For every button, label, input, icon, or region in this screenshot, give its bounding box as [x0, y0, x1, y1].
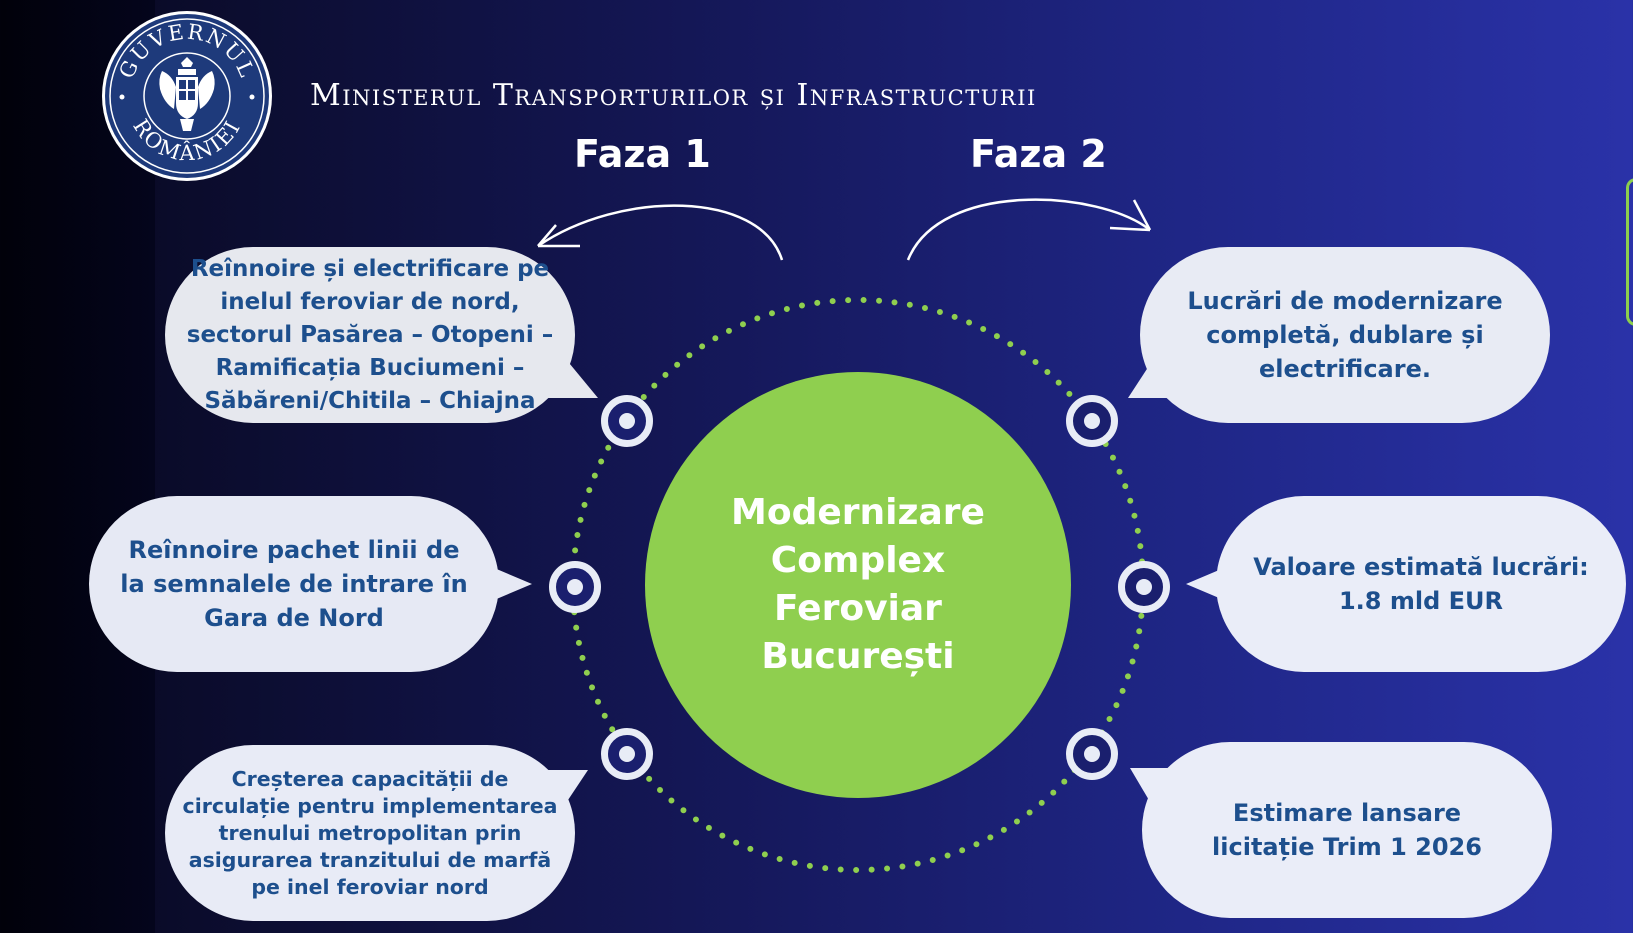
- phase2-item-1-text: Lucrări de modernizare completă, dublare…: [1187, 287, 1503, 383]
- phase1-item-3-text: Creșterea capacității de circulație pent…: [182, 766, 558, 899]
- node-icon-phase1-1: [601, 395, 653, 447]
- phase2-item-3-text: Estimare lansare licitație Trim 1 2026: [1212, 799, 1482, 861]
- center-title: Modernizare Complex Feroviar București: [731, 492, 985, 677]
- phase-1-arrowhead: [537, 224, 580, 248]
- phase1-item-1: Reînnoire și electrificare pe inelul fer…: [165, 247, 575, 423]
- phase-2-label: Faza 2: [970, 132, 1107, 176]
- node-icon-phase1-3: [601, 728, 653, 780]
- phase2-item-2-text: Valoare estimată lucrări: 1.8 mld EUR: [1253, 553, 1589, 615]
- phase1-item-2: Reînnoire pachet linii de la semnalele d…: [89, 496, 499, 672]
- phase-2-arrowhead: [1109, 199, 1152, 232]
- node-icon-phase2-2: [1118, 561, 1170, 613]
- ministry-name: Ministerul Transporturilor și Infrastruc…: [310, 78, 1037, 113]
- phase2-item-3: Estimare lansare licitație Trim 1 2026: [1142, 742, 1552, 918]
- phase-2-arrow: [906, 198, 1151, 261]
- phase-1-arrow: [537, 204, 784, 261]
- node-icon-phase2-1: [1066, 395, 1118, 447]
- government-seal-logo: GUVERNUL ROMÂNIEI: [102, 11, 272, 181]
- phase2-item-2: Valoare estimată lucrări: 1.8 mld EUR: [1216, 496, 1626, 672]
- node-icon-phase1-2: [549, 561, 601, 613]
- center-circle: Modernizare Complex Feroviar București: [645, 372, 1071, 798]
- phase1-item-3: Creșterea capacității de circulație pent…: [165, 745, 575, 921]
- phase2-item-1: Lucrări de modernizare completă, dublare…: [1140, 247, 1550, 423]
- phase-1-label: Faza 1: [574, 132, 711, 176]
- phase1-item-2-text: Reînnoire pachet linii de la semnalele d…: [120, 536, 468, 632]
- phase1-item-1-text: Reînnoire și electrificare pe inelul fer…: [186, 255, 554, 414]
- node-icon-phase2-3: [1066, 728, 1118, 780]
